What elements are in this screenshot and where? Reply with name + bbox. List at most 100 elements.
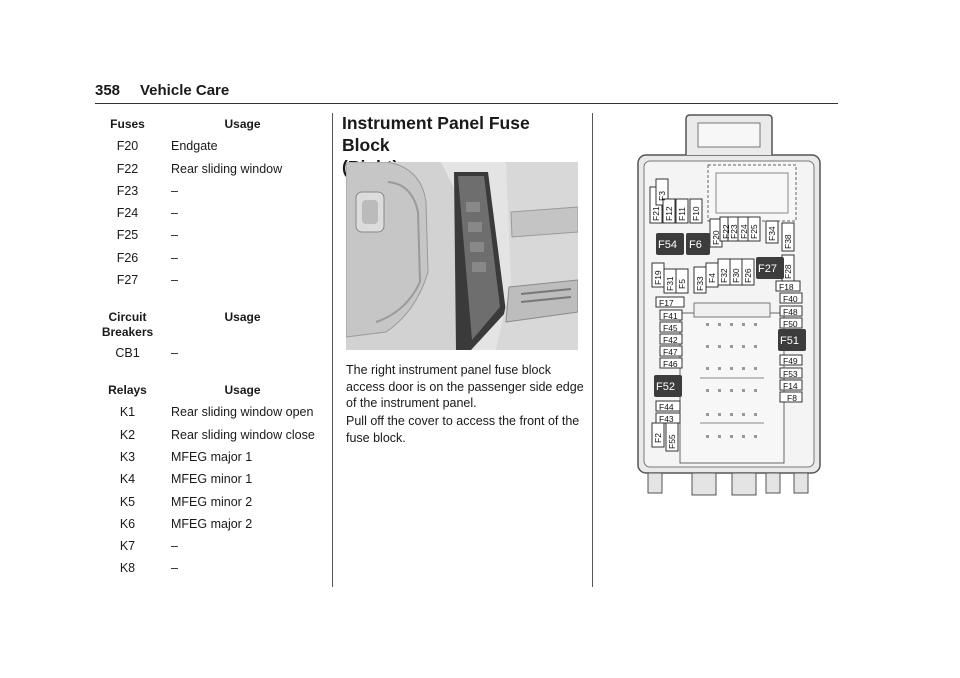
fuse-label: F47 (663, 347, 678, 357)
breakers-usage-header: Usage (224, 310, 261, 324)
breaker-usage: – (171, 346, 178, 360)
fuse-code: F26 (116, 251, 139, 265)
page-number: 358 (95, 82, 121, 99)
relay-usage: MFEG minor 2 (171, 495, 253, 509)
fuse-label: F28 (783, 264, 793, 279)
fuse-label: F12 (664, 206, 674, 221)
fuse-label: F31 (665, 276, 675, 291)
relay-usage: MFEG major 1 (171, 450, 253, 464)
fuse-usage: – (171, 184, 178, 198)
fuse-label: F38 (783, 234, 793, 249)
fuse-code: F24 (116, 206, 139, 220)
fuse-code: F23 (116, 184, 139, 198)
cover-paragraph: Pull off the cover to access the front o… (346, 414, 580, 445)
column-divider-left (332, 113, 333, 587)
relays-usage-header: Usage (224, 383, 261, 397)
mount-foot (647, 472, 663, 494)
relay-code: K2 (119, 428, 136, 442)
breakers-header-line2: Breakers (101, 325, 154, 339)
fuse-label: F6 (689, 239, 702, 251)
relay-code: K6 (119, 517, 136, 531)
fuse-label: F19 (653, 270, 663, 285)
fuse-label: F11 (677, 207, 687, 221)
large-fuse-labels: F54 F6 F27 F51 F52 (656, 239, 799, 393)
fuse-label: F17 (659, 298, 674, 308)
horizontal-fuses (655, 280, 803, 424)
fuse-code: F27 (116, 273, 139, 287)
fuse-usage: – (171, 273, 178, 287)
fuse-label: F49 (783, 356, 798, 366)
fuse-label: F48 (783, 307, 798, 317)
mount-foot (793, 472, 809, 494)
breaker-code: CB1 (115, 346, 140, 360)
breakers-header-line1: Circuit (108, 310, 147, 324)
fuse-label: F32 (719, 268, 729, 283)
fuse-label: F27 (758, 263, 777, 275)
large-fuses (654, 233, 806, 397)
relay-usage: MFEG major 2 (171, 517, 253, 531)
relay-code: K7 (119, 539, 136, 553)
fuse-label: F10 (691, 206, 701, 221)
fuse-label: F30 (731, 268, 741, 283)
latch-window (697, 122, 761, 148)
fuse-label: F21 (651, 206, 661, 221)
fuse-label: F42 (663, 335, 678, 345)
fuse-label: F43 (659, 414, 674, 424)
relay-usage: – (171, 561, 178, 575)
fuse-block-location-illustration (346, 162, 578, 350)
section-title-line1: Instrument Panel Fuse Block (342, 113, 530, 155)
relay-usage: Rear sliding window close (171, 428, 315, 442)
header-rule (95, 103, 838, 104)
fuses-col-header: Fuses (110, 117, 145, 131)
horizontal-fuse-labels: F18 F40 F48 F50 F17 F41 F45 F42 F47 F46 … (659, 282, 798, 424)
relay-usage: Rear sliding window open (171, 405, 314, 419)
column-divider-right (592, 113, 593, 587)
fuse-label: F23 (729, 224, 739, 239)
fuse-block-diagram: F21 F3 F12 F11 F10 F20 F22 F23 F24 F25 F… (636, 113, 822, 497)
fuse-block-drawing: F21 F3 F12 F11 F10 F20 F22 F23 F24 F25 F… (637, 114, 821, 496)
fuse-label: F40 (783, 294, 798, 304)
fuse-label: F22 (721, 224, 731, 239)
running-header: Vehicle Care (140, 82, 230, 99)
fuse-label: F50 (783, 319, 798, 329)
fuse-label: F33 (695, 276, 705, 291)
fuse-usage: – (171, 251, 178, 265)
fuse-label: F20 (711, 230, 721, 245)
relay-code: K4 (119, 472, 136, 486)
fuse-code: F22 (116, 162, 139, 176)
connector-latch (693, 302, 771, 318)
fuse-usage: Endgate (171, 139, 218, 153)
relay-code: K3 (119, 450, 136, 464)
fuse-label: F26 (743, 268, 753, 283)
fuse-column-group (649, 178, 795, 452)
fuse-label: F2 (653, 433, 663, 443)
relay-code: K8 (119, 561, 136, 575)
fuse-label: F54 (658, 239, 677, 251)
fuse-label: F52 (656, 381, 675, 393)
mount-foot (691, 472, 717, 496)
breakers-col-header: Circuit Breakers (95, 310, 160, 340)
fuse-vertical-labels: F21 F3 F12 F11 F10 F20 F22 F23 F24 F25 F… (651, 191, 793, 449)
fuse-label: F24 (739, 224, 749, 239)
fuse-label: F41 (663, 311, 678, 321)
fuse-label: F4 (707, 273, 717, 283)
fuse-label: F51 (780, 335, 799, 347)
fuse-label: F5 (677, 279, 687, 289)
fuse-code: F25 (116, 228, 139, 242)
fuse-label: F46 (663, 359, 678, 369)
fuse-label: F53 (783, 369, 798, 379)
fuse-label: F44 (659, 402, 674, 412)
relay-usage: – (171, 539, 178, 553)
fuse-label: F3 (657, 191, 667, 201)
relay-socket (707, 164, 797, 222)
fuse-label: F14 (783, 381, 798, 391)
fuse-label: F34 (767, 226, 777, 241)
fuse-label: F55 (667, 434, 677, 449)
mount-foot (765, 472, 781, 494)
relay-code: K1 (119, 405, 136, 419)
relay-usage: MFEG minor 1 (171, 472, 253, 486)
relay-socket-inner (715, 172, 789, 214)
mount-foot (731, 472, 757, 496)
fuse-usage: – (171, 228, 178, 242)
access-paragraph: The right instrument panel fuse block ac… (346, 363, 584, 410)
